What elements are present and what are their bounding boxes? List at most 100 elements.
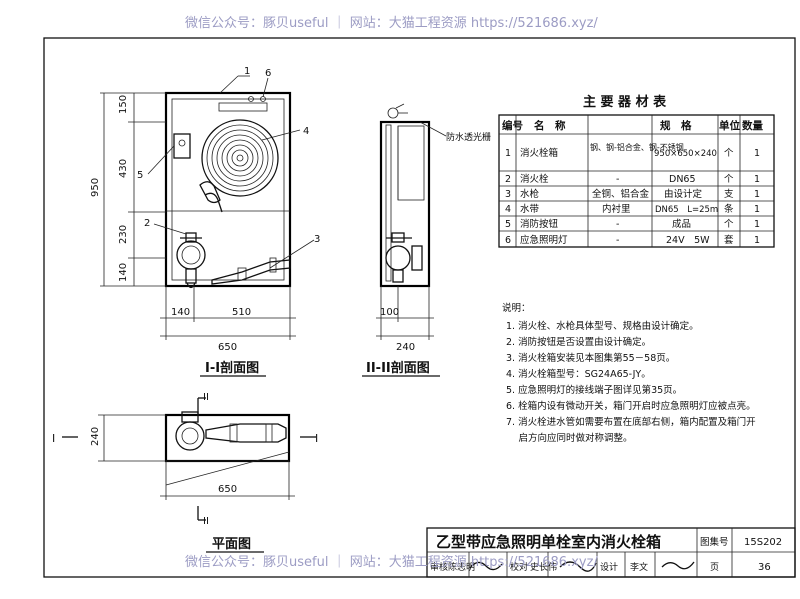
cabinet-inner bbox=[171, 98, 285, 281]
row3-no: 3 bbox=[505, 189, 511, 200]
row2-name: 消火栓 bbox=[520, 173, 549, 185]
designer-name: 李文 bbox=[630, 561, 648, 573]
row4-no: 4 bbox=[505, 204, 511, 215]
row1-model: 950×650×240 bbox=[654, 149, 717, 159]
side-lamp-icon bbox=[387, 107, 399, 119]
sheet-border bbox=[43, 37, 796, 578]
dim-430: 430 bbox=[118, 159, 129, 178]
cut-mark-II-bottom: II bbox=[203, 516, 209, 527]
row6-qty: 1 bbox=[754, 235, 760, 246]
dim-140: 140 bbox=[118, 263, 129, 282]
dim-140b: 140 bbox=[171, 307, 190, 318]
row4-unit: 条 bbox=[724, 203, 734, 215]
row5-name: 消防按钮 bbox=[520, 218, 559, 230]
header-qty: 数量 bbox=[741, 119, 763, 132]
plan-valve-icon bbox=[175, 411, 205, 451]
side-hose-reel bbox=[397, 125, 425, 201]
notes-title: 说明： bbox=[502, 302, 531, 314]
row5-unit: 个 bbox=[724, 219, 734, 230]
row4-qty: 1 bbox=[754, 204, 760, 215]
header-name: 名 称 bbox=[534, 119, 566, 132]
materials-table: 主 要 器 材 表 编号 名 称 规 格 单位 数量 1 消火栓箱 钢、钢-铝合… bbox=[498, 94, 775, 248]
row2-spec: - bbox=[616, 174, 619, 185]
note-7-cont: 启方向应同时做对称调整。 bbox=[506, 432, 633, 444]
row1-name: 消火栓箱 bbox=[520, 147, 558, 159]
cut-mark-II-top: II bbox=[203, 392, 209, 403]
fire-hydrant-valve-icon bbox=[176, 232, 206, 289]
row4-model: DN65 L=25m bbox=[655, 205, 718, 215]
review-label: 审核 bbox=[430, 561, 448, 573]
row4-name: 水带 bbox=[520, 203, 540, 215]
materials-title: 主 要 器 材 表 bbox=[583, 94, 667, 110]
water-nozzle-icon bbox=[211, 257, 291, 285]
row5-spec: - bbox=[616, 219, 619, 230]
row5-qty: 1 bbox=[754, 219, 760, 230]
row1-no: 1 bbox=[505, 148, 511, 159]
dim-150: 150 bbox=[118, 95, 129, 114]
row3-unit: 支 bbox=[724, 188, 734, 200]
side-cabinet bbox=[379, 120, 431, 288]
note-3: 3. 消火栓箱安装见本图集第55－58页。 bbox=[506, 352, 675, 364]
note-7: 7. 消火栓进水管如需要布置在底部右侧，箱内配置及箱门开 bbox=[506, 416, 756, 428]
row6-no: 6 bbox=[505, 235, 511, 246]
callout-2: 2 bbox=[144, 218, 150, 229]
plan-nozzle-icon bbox=[205, 423, 287, 443]
row2-qty: 1 bbox=[754, 174, 760, 185]
note-5: 5. 应急照明灯的接线端子图详见第35页。 bbox=[506, 384, 682, 396]
row2-unit: 个 bbox=[724, 174, 734, 185]
dim-650-plan: 650 bbox=[218, 484, 237, 495]
callout-6: 6 bbox=[265, 68, 271, 79]
header-spec: 规 格 bbox=[660, 119, 692, 132]
cabinet-outline bbox=[164, 91, 292, 288]
design-label: 设计 bbox=[600, 561, 618, 573]
row2-model: DN65 bbox=[669, 174, 696, 185]
row5-no: 5 bbox=[505, 219, 511, 230]
set-number: 15S202 bbox=[744, 537, 782, 548]
signature-designer bbox=[661, 561, 695, 570]
hose-tail-icon bbox=[204, 192, 223, 213]
header-unit: 单位 bbox=[719, 119, 740, 132]
row6-unit: 套 bbox=[724, 234, 734, 246]
set-label: 图集号 bbox=[700, 536, 729, 548]
row6-spec: - bbox=[616, 235, 619, 246]
row1-qty: 1 bbox=[754, 148, 760, 159]
callout-1: 1 bbox=[244, 66, 250, 77]
side-valve-icon bbox=[385, 232, 423, 283]
dim-240-plan: 240 bbox=[90, 427, 101, 446]
dim-230: 230 bbox=[118, 225, 129, 244]
check-label: 校对 bbox=[510, 561, 528, 573]
row3-qty: 1 bbox=[754, 189, 760, 200]
callout-4: 4 bbox=[303, 126, 309, 137]
plan-view: II II I I 240 650 平面图 bbox=[52, 392, 318, 553]
note-4: 4. 消火栓箱型号：SG24A65-JY。 bbox=[506, 368, 651, 380]
row1-spec: 钢、钢-铝合金、钢-不锈钢 bbox=[590, 142, 684, 152]
dim-100: 100 bbox=[380, 307, 399, 318]
fire-button-dot-icon bbox=[178, 139, 186, 147]
signature-checker bbox=[559, 561, 597, 572]
row3-name: 水枪 bbox=[520, 188, 540, 200]
note-6: 6. 栓箱内设有微动开关，箱门开启时应急照明灯应被点亮。 bbox=[506, 400, 756, 412]
note-2: 2. 消防按钮是否设置由设计确定。 bbox=[506, 336, 651, 348]
cut-mark-I-right: I bbox=[315, 432, 318, 445]
checker-name: 史长伟 bbox=[530, 561, 557, 573]
dim-950: 950 bbox=[90, 178, 101, 197]
row6-model: 24V 5W bbox=[666, 235, 710, 246]
watermark-top: 微信公众号：豚贝useful ｜ 网站：大猫工程资源 https://52168… bbox=[185, 16, 598, 31]
notes-block: 说明： 1. 消火栓、水枪具体型号、规格由设计确定。 2. 消防按钮是否设置由设… bbox=[502, 302, 756, 444]
dim-650-front: 650 bbox=[218, 342, 237, 353]
row3-model: 由设计定 bbox=[664, 188, 703, 200]
hose-coupling-icon bbox=[199, 181, 221, 204]
fireproof-label: 防水透光栅 bbox=[446, 131, 491, 143]
page-number: 36 bbox=[758, 562, 771, 573]
page-label: 页 bbox=[710, 562, 719, 573]
header-no: 编号 bbox=[502, 119, 523, 132]
watermark-bottom: 微信公众号：豚贝useful ｜ 网站：大猫工程资源 https://52168… bbox=[185, 555, 598, 570]
callout-5: 5 bbox=[137, 170, 143, 181]
row6-name: 应急照明灯 bbox=[520, 234, 568, 246]
dim-510: 510 bbox=[232, 307, 251, 318]
note-1: 1. 消火栓、水枪具体型号、规格由设计确定。 bbox=[506, 320, 699, 332]
title-block: 乙型带应急照明单栓室内消火栓箱 图集号 15S202 审核 陈志明 校对 史长伟… bbox=[426, 527, 796, 578]
reviewer-name: 陈志明 bbox=[448, 561, 475, 573]
